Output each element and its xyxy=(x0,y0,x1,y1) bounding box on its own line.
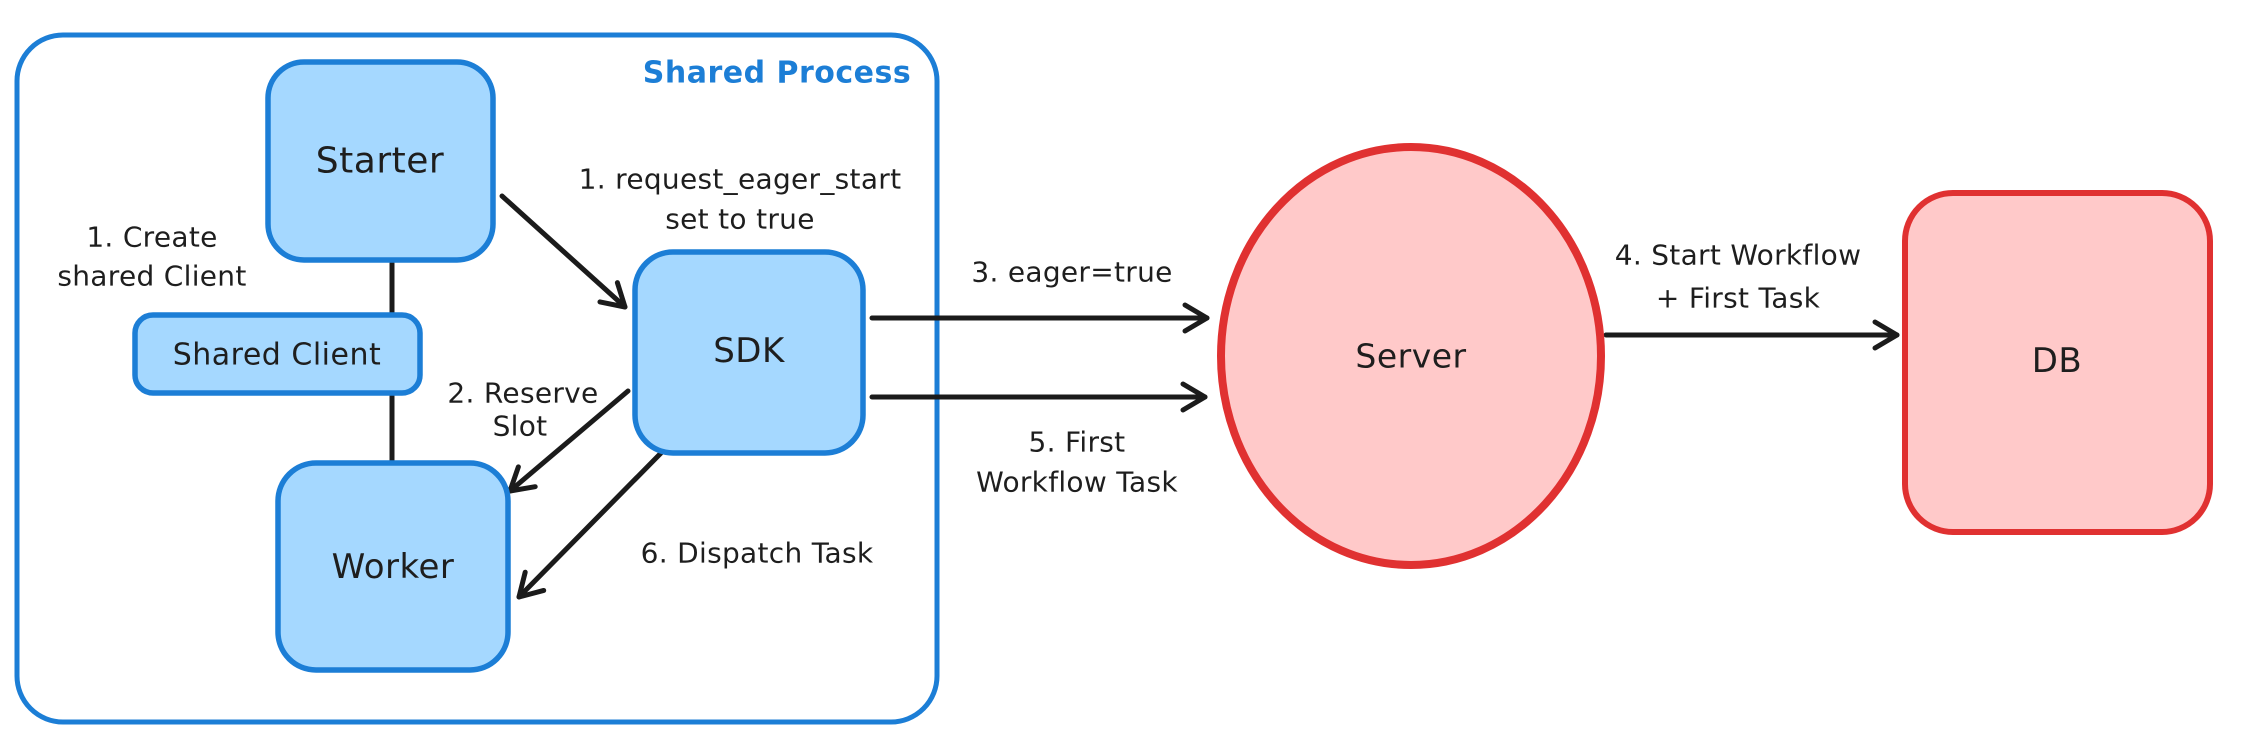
annotation-reserve-slot-line2: Slot xyxy=(493,410,548,443)
shared-process-label: Shared Process xyxy=(643,56,912,91)
worker-label: Worker xyxy=(332,547,455,587)
shared-client-node xyxy=(132,312,423,396)
annotation-dispatch-task: 6. Dispatch Task xyxy=(641,537,874,570)
arrow-request-eager-start xyxy=(499,193,628,310)
worker-node xyxy=(275,460,511,673)
annotation-create-shared-client-line2: shared Client xyxy=(57,260,246,293)
starter-node xyxy=(265,59,496,263)
annotation-start-workflow-line1: 4. Start Workflow xyxy=(1615,239,1862,272)
annotation-request-eager-line1: 1. request_eager_start xyxy=(579,163,902,196)
sdk-label: SDK xyxy=(713,331,786,371)
server-node xyxy=(1217,143,1605,569)
annotation-start-workflow-line2: + First Task xyxy=(1656,282,1821,315)
arrow-reserve-slot xyxy=(507,388,631,494)
arrow-dispatch-task xyxy=(516,449,665,600)
starter-label: Starter xyxy=(316,141,444,182)
annotation-first-workflow-task-line2: Workflow Task xyxy=(976,466,1178,499)
annotation-request-eager-line2: set to true xyxy=(665,203,814,236)
db-label: DB xyxy=(2032,341,2083,381)
shared-process-container xyxy=(14,32,940,725)
annotation-create-shared-client-line1: 1. Create xyxy=(86,221,217,254)
server-label: Server xyxy=(1355,337,1466,376)
sdk-node xyxy=(632,249,866,456)
annotation-eager-true: 3. eager=true xyxy=(971,256,1172,289)
shared-client-label: Shared Client xyxy=(173,338,382,373)
annotation-first-workflow-task-line1: 5. First xyxy=(1029,426,1126,459)
db-node xyxy=(1902,190,2213,535)
annotation-reserve-slot-line1: 2. Reserve xyxy=(447,377,598,410)
